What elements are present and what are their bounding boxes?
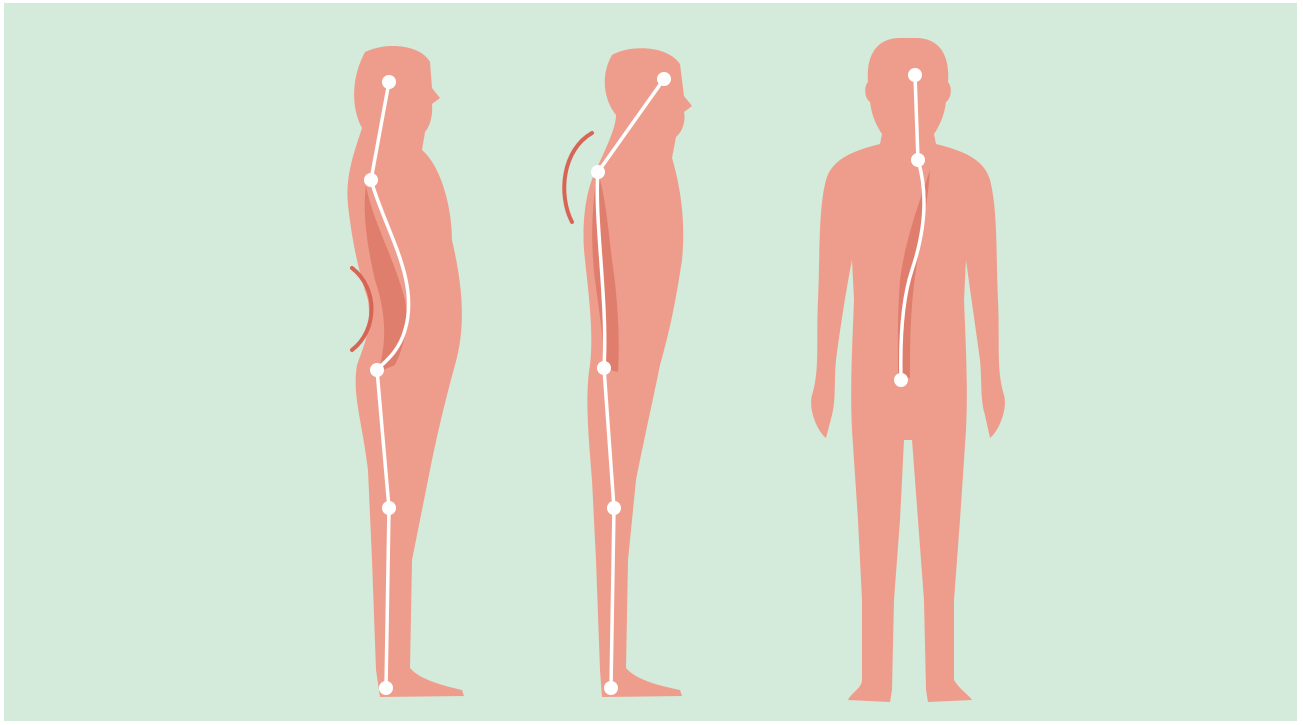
lordosis-figure — [347, 46, 464, 697]
kyphosis-figure — [564, 48, 692, 697]
lordosis-body-silhouette — [347, 46, 464, 697]
scoliosis-figure — [811, 38, 1005, 702]
